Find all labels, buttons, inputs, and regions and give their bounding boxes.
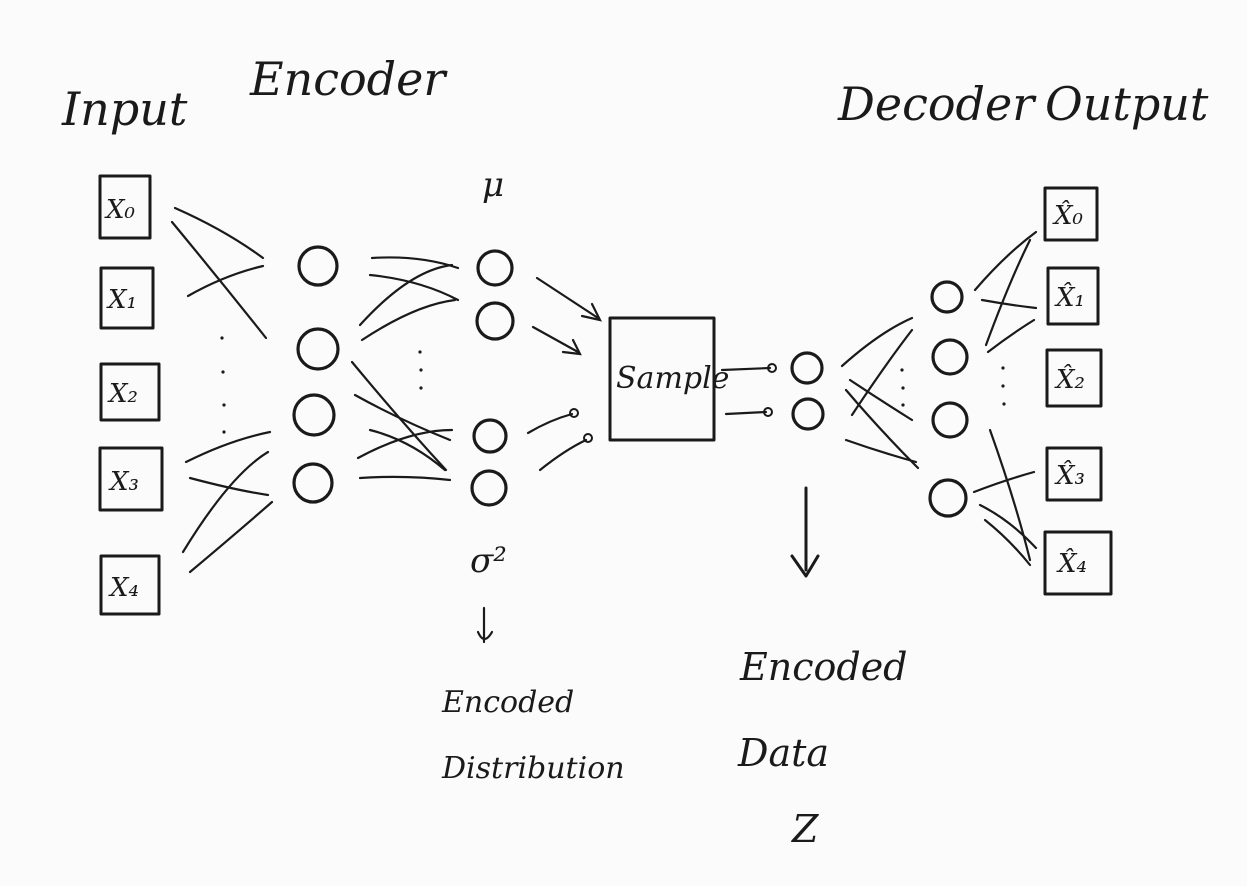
input-to-hidden-connections: [170, 206, 274, 574]
output-label-1: X̂₁: [1054, 282, 1085, 313]
sigma-down-arrow: [476, 606, 494, 644]
encoder-neuron: [292, 462, 334, 504]
sigma-neuron: [470, 469, 508, 507]
input-label-3: X₃: [108, 467, 139, 497]
z-down-arrow: [790, 486, 820, 578]
title-output: Output: [1045, 77, 1209, 131]
output-node-2: X̂₂: [1045, 348, 1103, 408]
output-node-0: X̂₀: [1043, 186, 1099, 242]
encoded-data-line1: Encoded: [739, 645, 908, 689]
sigma-label: σ²: [470, 541, 507, 581]
encoded-data-line2: Data: [737, 731, 829, 775]
output-node-3: X̂₃: [1045, 446, 1103, 502]
output-label-2: X̂₂: [1054, 364, 1085, 395]
decoder-to-output-connections: [972, 230, 1038, 567]
input-node-3: X₃: [98, 446, 164, 512]
encoded-distribution-line2: Distribution: [441, 751, 625, 786]
input-label-4: X₄: [108, 573, 139, 603]
decoder-neuron: [930, 280, 964, 314]
sample-box: Sample: [608, 316, 729, 442]
sample-to-z-connections: [720, 363, 777, 417]
title-encoder: Encoder: [249, 52, 448, 106]
mu-neuron: [476, 249, 514, 287]
latent-to-sample-arrows: [526, 276, 603, 472]
output-node-4: X̂₄: [1043, 530, 1113, 596]
title-decoder: Decoder: [837, 77, 1037, 131]
z-neuron: [791, 397, 825, 431]
input-label-0: X₀: [104, 195, 136, 225]
decoder-hidden-layer: [928, 280, 969, 518]
input-node-4: X₄: [99, 554, 161, 616]
sigma-neuron: [472, 418, 508, 454]
encoder-neuron: [292, 393, 336, 437]
output-label-0: X̂₀: [1052, 200, 1084, 231]
z-to-decoder-connections: [840, 316, 920, 470]
mu-label: μ: [482, 165, 504, 205]
input-node-0: X₀: [98, 174, 152, 240]
latent-sigma-layer: [470, 418, 508, 507]
encoder-neuron: [296, 327, 340, 371]
z-layer: [790, 351, 825, 431]
encoder-hidden-layer: [292, 245, 340, 504]
mu-neuron: [475, 301, 515, 341]
decoder-neuron: [931, 338, 969, 376]
input-node-2: X₂: [99, 362, 161, 422]
input-label-1: X₁: [106, 285, 137, 315]
sample-label: Sample: [616, 361, 729, 396]
title-input: Input: [61, 82, 188, 136]
output-node-1: X̂₁: [1046, 266, 1100, 326]
z-label: Z: [791, 807, 819, 851]
latent-mu-layer: [475, 249, 515, 341]
encoder-neuron: [297, 245, 339, 287]
output-label-3: X̂₃: [1054, 460, 1085, 491]
input-node-1: X₁: [99, 266, 155, 330]
decoder-neuron: [931, 401, 969, 439]
z-neuron: [790, 351, 824, 385]
hidden-to-latent-connections: [350, 256, 460, 482]
output-label-4: X̂₄: [1056, 548, 1087, 579]
encoded-distribution-line1: Encoded: [441, 685, 574, 720]
decoder-neuron: [928, 478, 968, 518]
input-label-2: X₂: [107, 379, 138, 409]
